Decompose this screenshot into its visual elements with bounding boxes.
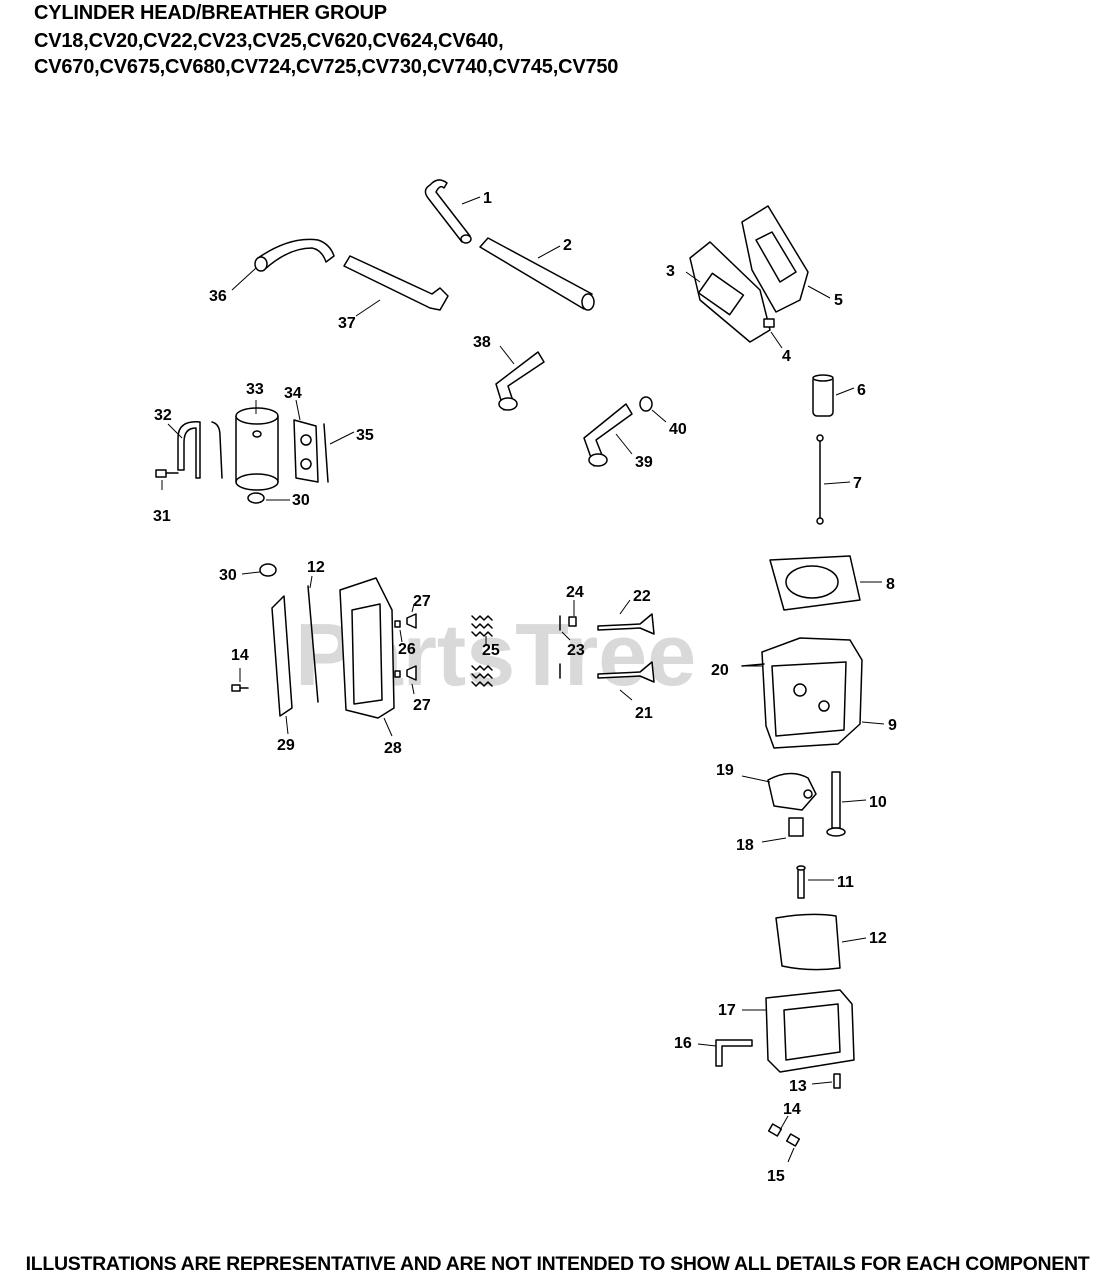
callout-16: 16 — [674, 1035, 692, 1052]
callout-36: 36 — [209, 288, 227, 305]
model-list-line-2: CV670,CV675,CV680,CV724,CV725,CV730,CV74… — [34, 56, 619, 78]
model-list-line-1: CV18,CV20,CV22,CV23,CV25,CV620,CV624,CV6… — [34, 30, 504, 52]
stud-11 — [796, 865, 806, 899]
callout-4: 4 — [782, 348, 791, 365]
callout-38: 38 — [473, 334, 491, 351]
callout-30-lower: 30 — [219, 567, 237, 584]
callout-27-lower: 27 — [413, 697, 431, 714]
callout-14-left: 14 — [231, 647, 249, 664]
callout-37: 37 — [338, 315, 356, 332]
callout-27-upper: 27 — [413, 593, 431, 610]
valve-keeper-26 — [394, 620, 401, 678]
rocker-pivot-18 — [788, 817, 804, 837]
callout-17: 17 — [718, 1002, 736, 1019]
callout-35: 35 — [356, 427, 374, 444]
callout-34: 34 — [284, 385, 302, 402]
screw-31 — [155, 469, 179, 478]
disclaimer-footer: ILLUSTRATIONS ARE REPRESENTATIVE AND ARE… — [25, 1253, 1090, 1275]
callout-1: 1 — [483, 190, 492, 207]
hose-elbow-36 — [254, 238, 335, 272]
grommet-30-upper — [247, 492, 265, 504]
retainer-plate-35 — [323, 423, 329, 483]
valve-seal-24 — [568, 616, 577, 627]
hose-elbow-39 — [583, 403, 633, 467]
valve-retainer-27-lower — [406, 665, 417, 681]
breather-hose-37 — [343, 255, 449, 311]
valve-cover-gasket-12-left — [307, 585, 319, 703]
callout-29: 29 — [277, 737, 295, 754]
valve-spring-25 — [471, 615, 493, 687]
cap-15 — [785, 1133, 801, 1147]
callout-22: 22 — [633, 588, 651, 605]
callout-28: 28 — [384, 740, 402, 757]
callout-2: 2 — [563, 237, 572, 254]
callout-11: 11 — [837, 874, 854, 891]
callout-24: 24 — [566, 584, 584, 601]
callout-19: 19 — [716, 762, 734, 779]
callout-13: 13 — [789, 1078, 807, 1095]
callout-21: 21 — [635, 705, 653, 722]
callout-25: 25 — [482, 642, 500, 659]
breather-gasket-5 — [741, 205, 809, 313]
screw-14-lower — [767, 1123, 783, 1137]
callout-8: 8 — [886, 576, 895, 593]
exhaust-valve-21 — [597, 661, 655, 683]
filter-retainer-34 — [293, 419, 319, 483]
callout-30-upper: 30 — [292, 492, 310, 509]
callout-14-lower: 14 — [783, 1101, 801, 1118]
cover-plate-29 — [271, 595, 293, 717]
callout-18: 18 — [736, 837, 754, 854]
callout-26: 26 — [398, 641, 416, 658]
callout-15: 15 — [767, 1168, 785, 1185]
callout-7: 7 — [853, 475, 862, 492]
screw-14-left — [231, 684, 249, 692]
valve-cover-17 — [765, 989, 855, 1073]
breather-hose-2 — [479, 237, 595, 311]
hose-elbow-38 — [495, 351, 545, 411]
callout-31: 31 — [153, 508, 171, 525]
callout-23: 23 — [567, 642, 585, 659]
callout-20: 20 — [711, 662, 729, 679]
diagram-title: CYLINDER HEAD/BREATHER GROUP — [34, 2, 387, 24]
callout-10: 10 — [869, 794, 887, 811]
breather-filter-33 — [235, 407, 279, 491]
valve-retainer-27-upper — [406, 613, 417, 629]
callout-39: 39 — [635, 454, 653, 471]
lifting-bracket-16 — [715, 1039, 753, 1067]
screw-4 — [763, 318, 775, 328]
head-bolt-10 — [826, 771, 846, 837]
breather-cover-3 — [689, 241, 771, 343]
callout-32: 32 — [154, 407, 172, 424]
leader-lines — [161, 196, 885, 1163]
hose-clamp-40 — [639, 396, 653, 412]
intake-valve-22 — [597, 613, 655, 635]
head-gasket-8 — [769, 555, 861, 611]
callout-12-right: 12 — [869, 930, 887, 947]
screw-13 — [833, 1073, 841, 1089]
callout-9: 9 — [888, 717, 897, 734]
callout-33: 33 — [246, 381, 264, 398]
callout-12-left: 12 — [307, 559, 325, 576]
callout-40: 40 — [669, 421, 687, 438]
breather-bracket-32 — [177, 421, 223, 479]
callout-5: 5 — [834, 292, 843, 309]
cylinder-head-28 — [339, 577, 395, 719]
push-rod-7 — [816, 434, 824, 525]
cylinder-head-9 — [761, 637, 863, 749]
grommet-30-lower — [259, 563, 277, 577]
valve-cover-gasket-12-right — [775, 913, 841, 971]
hose-elbow-1 — [424, 179, 472, 244]
exploded-parts-diagram: PartsTree — [153, 179, 897, 1185]
valve-lifter-6 — [812, 374, 834, 417]
callout-labels: 1 2 3 4 5 6 7 8 9 10 11 12 12 13 14 14 1… — [153, 190, 897, 1185]
rocker-arm-19 — [767, 772, 817, 811]
callout-6: 6 — [857, 382, 866, 399]
callout-3: 3 — [666, 263, 675, 280]
